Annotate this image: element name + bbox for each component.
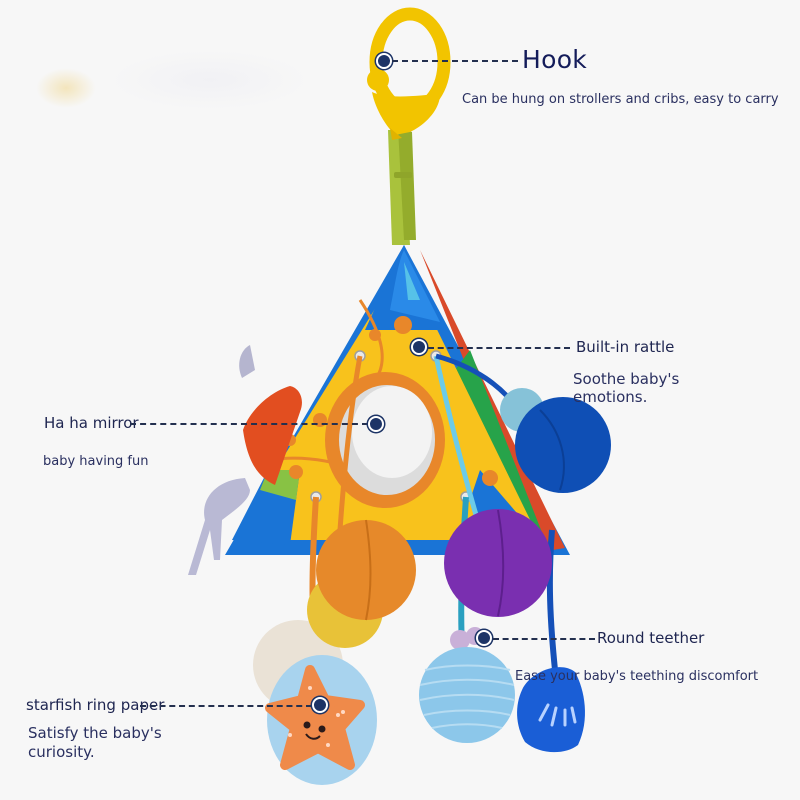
hook-icon	[367, 7, 451, 140]
teether-description: Ease your baby's teething discomfort	[515, 669, 759, 684]
teether-title: Round teether	[597, 629, 705, 647]
mirror-title: Ha ha mirror	[44, 414, 139, 432]
starfish-callout-dot	[312, 697, 328, 713]
crab-plush-icon	[188, 345, 255, 575]
starfish-callout-line	[140, 705, 312, 707]
rattle-description: Soothe baby's emotions.	[573, 370, 680, 406]
hook-callout-dot	[376, 53, 392, 69]
teether-callout-line	[493, 638, 595, 640]
hook-description: Can be hung on strollers and cribs, easy…	[462, 92, 779, 107]
rattle-title: Built-in rattle	[576, 338, 675, 356]
rattle-callout-line	[428, 347, 570, 349]
hook-callout-line	[392, 60, 518, 62]
starfish-description-line1: Satisfy the baby's	[28, 724, 162, 742]
mirror-callout-dot	[368, 416, 384, 432]
background-blur	[110, 50, 310, 110]
mirror-callout-line	[130, 423, 368, 425]
hook-title: Hook	[522, 45, 588, 74]
mirror-description: baby having fun	[43, 454, 149, 469]
starfish-title: starfish ring paper	[26, 696, 165, 714]
background-blur	[36, 68, 96, 108]
teether-callout-dot	[476, 630, 492, 646]
rattle-callout-dot	[411, 339, 427, 355]
starfish-description-line2: curiosity.	[28, 743, 95, 761]
